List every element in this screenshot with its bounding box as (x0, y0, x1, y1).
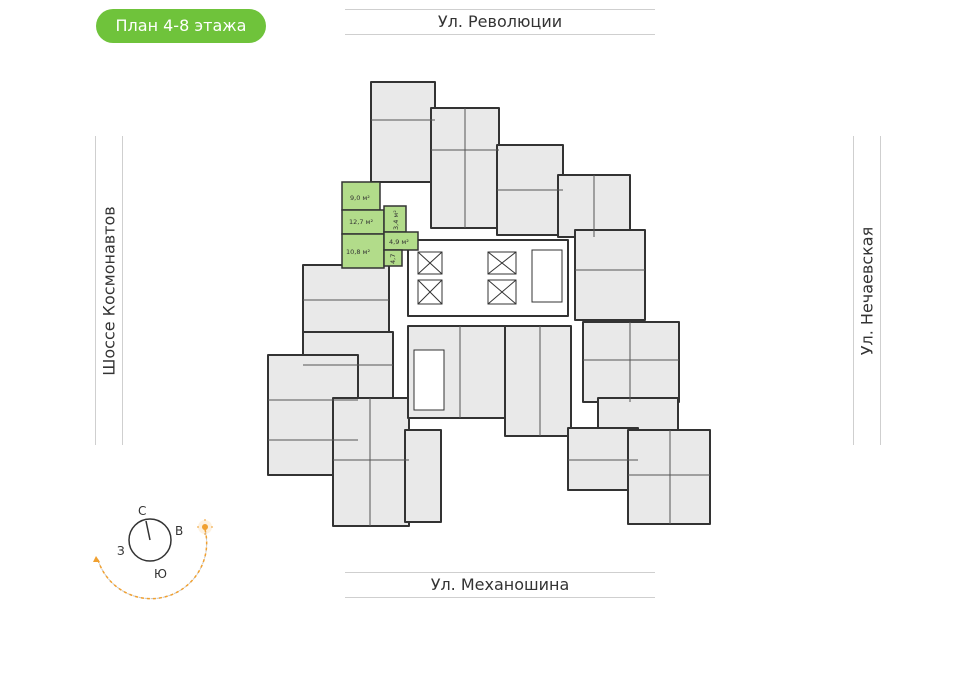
compass-north: С (138, 504, 146, 518)
street-label-bottom: Ул. Механошина (345, 572, 655, 598)
room-area-label: 10,8 м² (346, 248, 370, 256)
elevator-shafts (413, 249, 563, 411)
compass-east: В (175, 524, 183, 538)
compass-south: Ю (154, 567, 167, 581)
sun-icon (197, 519, 213, 535)
room-area-label: 9,0 м² (350, 194, 370, 202)
apartment-se2[interactable] (627, 429, 711, 525)
partition-lines (268, 108, 710, 526)
apartment-sw1[interactable] (332, 397, 410, 527)
apartment-w1[interactable] (302, 264, 390, 334)
room-area-label: 3,4 м² (392, 210, 400, 230)
sun-path-bottom (97, 525, 208, 600)
compass-west: З (117, 544, 125, 558)
street-label-right: Ул. Нечаевская (853, 136, 881, 445)
street-label-top: Ул. Революции (345, 9, 655, 35)
room-area-label: 4,9 м² (389, 238, 409, 246)
room-area-label: 12,7 м² (349, 218, 373, 226)
apartment-n1[interactable] (370, 81, 436, 183)
selected-apartment[interactable]: 9,0 м² 12,7 м² 3,4 м² 4,9 м² 10,8 м² 4,7 (341, 181, 419, 269)
apartment-sw2[interactable] (404, 429, 442, 523)
apartment-ne2[interactable] (574, 229, 646, 321)
compass: С В Ю З (93, 504, 213, 600)
street-label-left: Шоссе Космонавтов (95, 136, 123, 445)
room-area-label: 4,7 (389, 254, 397, 264)
sun-path-arrow-icon (93, 556, 100, 562)
sun-path-top (97, 525, 208, 600)
floor-selector-badge[interactable]: План 4-8 этажа (96, 9, 266, 43)
apartment-e1[interactable] (582, 321, 680, 403)
compass-needle (145, 520, 151, 541)
apartment-s2[interactable] (504, 325, 572, 437)
